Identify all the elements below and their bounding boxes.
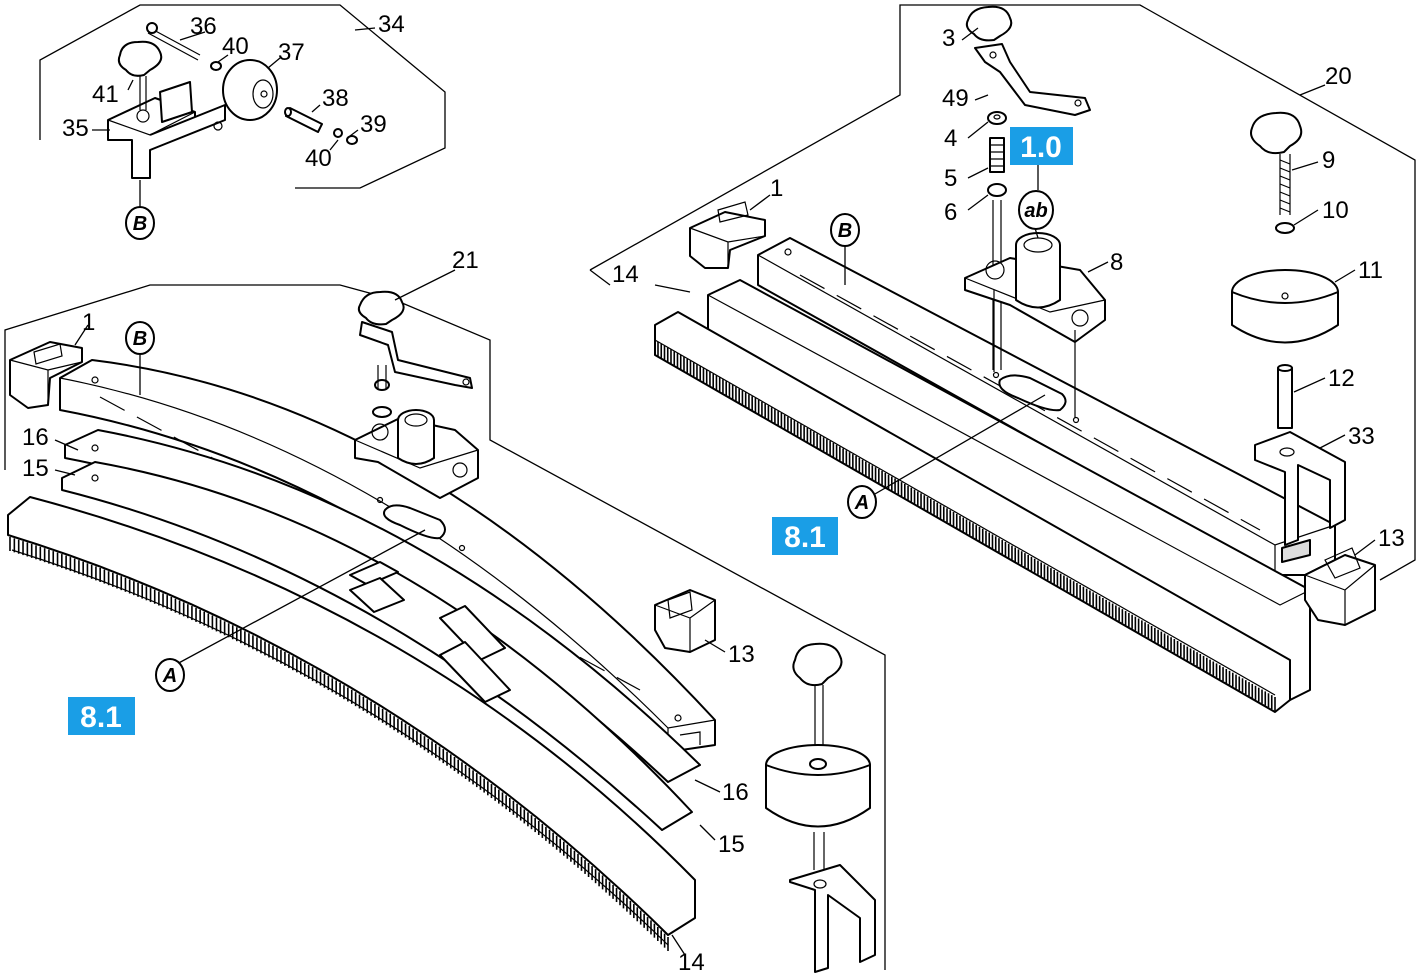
callout-11: 11	[1358, 257, 1383, 284]
callout-39: 39	[360, 111, 387, 138]
callout-10: 10	[1322, 197, 1349, 224]
svg-text:1.0: 1.0	[1020, 131, 1062, 164]
svg-text:B: B	[133, 328, 147, 350]
callout-13-right: 13	[1378, 525, 1405, 552]
svg-text:A: A	[854, 492, 869, 514]
right-brush-bristles	[657, 342, 1276, 711]
svg-text:B: B	[133, 213, 147, 235]
callout-13-left: 13	[728, 641, 755, 668]
callout-34: 34	[378, 11, 405, 38]
callout-40-top: 40	[222, 33, 249, 60]
callout-38: 38	[322, 85, 349, 112]
callout-37: 37	[278, 39, 305, 66]
circle-label-a-right: A	[847, 485, 877, 519]
left-assembly	[7, 290, 876, 973]
callout-15-left: 15	[22, 455, 49, 482]
callout-3: 3	[942, 25, 955, 52]
callout-8: 8	[1110, 249, 1123, 276]
section-tag-8-1-right[interactable]: 8.1	[772, 517, 838, 555]
circle-label-a-left: A	[155, 658, 185, 692]
callout-14-bottom: 14	[678, 949, 705, 976]
callout-9: 9	[1322, 147, 1335, 174]
callout-36: 36	[190, 13, 217, 40]
callout-1-left: 1	[82, 309, 95, 336]
leader-lines	[54, 27, 1376, 956]
svg-text:8.1: 8.1	[784, 521, 826, 554]
svg-text:8.1: 8.1	[80, 701, 122, 734]
callout-16-left: 16	[22, 424, 49, 451]
callout-1-right: 1	[770, 175, 783, 202]
detail-bracket-assembly	[107, 22, 358, 179]
circle-label-b-right: B	[830, 213, 860, 247]
callout-33: 33	[1348, 423, 1375, 450]
callout-4: 4	[944, 125, 957, 152]
callout-numbers: 34 36 40 37 41 35 38 39 40 21 1 16 15 13…	[22, 11, 1405, 976]
circle-label-b-left: B	[125, 321, 155, 355]
svg-text:ab: ab	[1024, 200, 1047, 222]
callout-40-bottom: 40	[305, 145, 332, 172]
callout-15-bottom: 15	[718, 831, 745, 858]
section-tag-8-1-left[interactable]: 8.1	[68, 697, 135, 735]
svg-text:B: B	[838, 220, 852, 242]
callout-12: 12	[1328, 365, 1355, 392]
circle-label-b-top: B	[125, 206, 155, 240]
svg-text:A: A	[162, 665, 177, 687]
callout-6: 6	[944, 199, 957, 226]
left-brush-bristles	[9, 537, 669, 951]
callout-20: 20	[1325, 63, 1352, 90]
callout-14-right: 14	[612, 261, 639, 288]
callout-5: 5	[944, 165, 957, 192]
callout-49: 49	[942, 85, 969, 112]
right-assembly	[654, 5, 1376, 713]
callout-16-bottom: 16	[722, 779, 749, 806]
section-tag-1-0[interactable]: 1.0	[1010, 127, 1073, 165]
callout-35: 35	[62, 115, 89, 142]
callout-21: 21	[452, 247, 479, 274]
callout-41: 41	[92, 81, 119, 108]
circle-label-ab: ab	[1018, 190, 1054, 230]
